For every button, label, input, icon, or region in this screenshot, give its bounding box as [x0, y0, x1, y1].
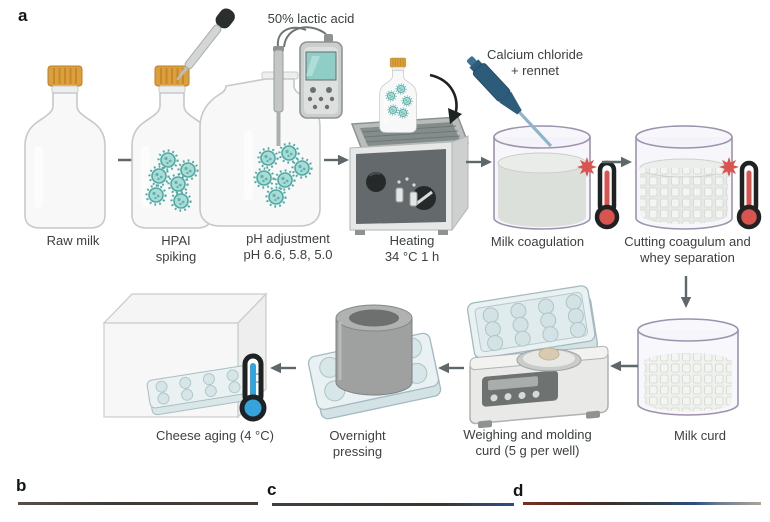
ph-meter-icon [299, 34, 343, 119]
caption-cheese-aging: Cheese aging (4 °C) [156, 428, 274, 443]
arrow-right-icon [602, 156, 632, 168]
caption-heating: Heating 34 °C 1 h [384, 233, 440, 264]
arrow-left-icon [270, 362, 296, 374]
aging-box [102, 292, 268, 422]
panel-a-illustration [24, 8, 770, 429]
lactic-acid-label: 50% lactic acid [267, 11, 355, 26]
spiked-bottle-in-bath [379, 57, 417, 133]
panel-d-chart-top-edge [523, 502, 761, 505]
curved-arrow-icon [429, 73, 462, 124]
weighing-station [466, 285, 609, 429]
thermometer-cold-icon [239, 353, 267, 422]
arrow-left-icon [438, 362, 464, 374]
arrow-right-icon [324, 154, 349, 166]
ph-electrode-icon [273, 46, 284, 146]
panel-label-c: c [267, 480, 277, 499]
milk-curd-vessel [637, 318, 739, 416]
milk-coagulation-vessel [466, 56, 617, 230]
caption-milk-coagulation: Milk coagulation [490, 234, 585, 249]
arrow-down-icon [680, 276, 692, 308]
caption-hpai-spiking: HPAI spiking [155, 233, 197, 264]
panel-label-d: d [513, 481, 524, 500]
caption-milk-curd: Milk curd [673, 428, 726, 443]
ph-adjustment-setup [176, 8, 343, 227]
cutting-coagulum-vessel [635, 125, 759, 230]
panel-c-chart-top-edge [272, 503, 514, 506]
caption-ph-adjustment: pH adjustment pH 6.6, 5.8, 5.0 [243, 231, 333, 262]
pipette-icon [466, 56, 553, 148]
arrow-right-icon [466, 156, 492, 168]
raw-milk-bottle [24, 65, 106, 229]
panel-b-chart-top-edge [18, 502, 258, 505]
caption-raw-milk: Raw milk [46, 233, 100, 248]
panel-label-b: b [16, 476, 27, 495]
arrow-left-icon [610, 360, 638, 372]
panel-label-a: a [18, 6, 28, 25]
water-bath [349, 57, 470, 235]
caption-cutting-coagulum: Cutting coagulum and whey separation [624, 234, 751, 265]
dropper-icon [176, 8, 235, 81]
weigh-dish [516, 347, 582, 372]
caption-weighing-molding: Weighing and molding curd (5 g per well) [463, 427, 592, 458]
thermometer-warm-icon [739, 163, 759, 227]
well-plate [146, 365, 252, 416]
calcium-rennet-label: Calcium chloride + rennet [486, 47, 584, 78]
thermometer-warm-icon [597, 163, 617, 227]
caption-overnight-pressing: Overnight pressing [329, 428, 386, 459]
pressing-station [307, 304, 442, 420]
press-weight [335, 304, 413, 396]
